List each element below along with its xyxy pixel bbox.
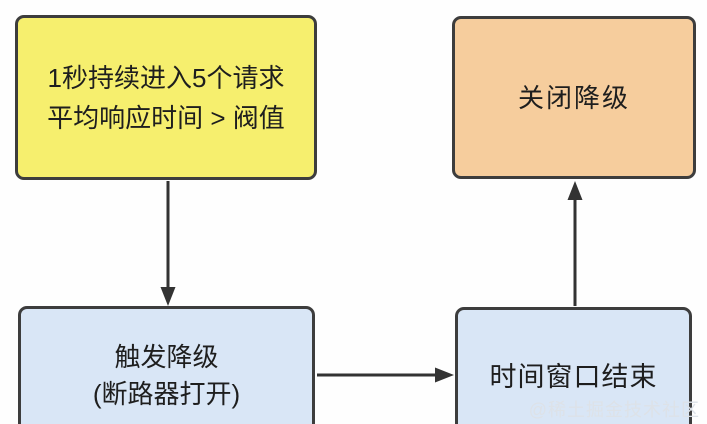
node-time-window-label: 时间窗口结束 (489, 362, 658, 392)
node-trigger-degrade: 触发降级 (断路器打开) (18, 306, 315, 424)
node-trigger-degrade-line1: 触发降级 (114, 342, 219, 372)
watermark: @稀土掘金技术社区 (528, 400, 700, 420)
arrow-trigger-to-window (317, 367, 454, 383)
node-close-degrade: 关闭降级 (452, 16, 696, 179)
node-condition: 1秒持续进入5个请求 平均响应时间 > 阀值 (15, 15, 317, 180)
arrow-window-to-close (567, 181, 583, 306)
node-close-degrade-label: 关闭降级 (517, 82, 630, 113)
node-time-window: 时间窗口结束 (455, 307, 692, 424)
arrow-condition-to-trigger (160, 181, 176, 306)
node-condition-line2: 平均响应时间 > 阀值 (47, 102, 285, 133)
node-trigger-degrade-line2: (断路器打开) (92, 379, 241, 409)
node-condition-line1: 1秒持续进入5个请求 (47, 62, 285, 93)
